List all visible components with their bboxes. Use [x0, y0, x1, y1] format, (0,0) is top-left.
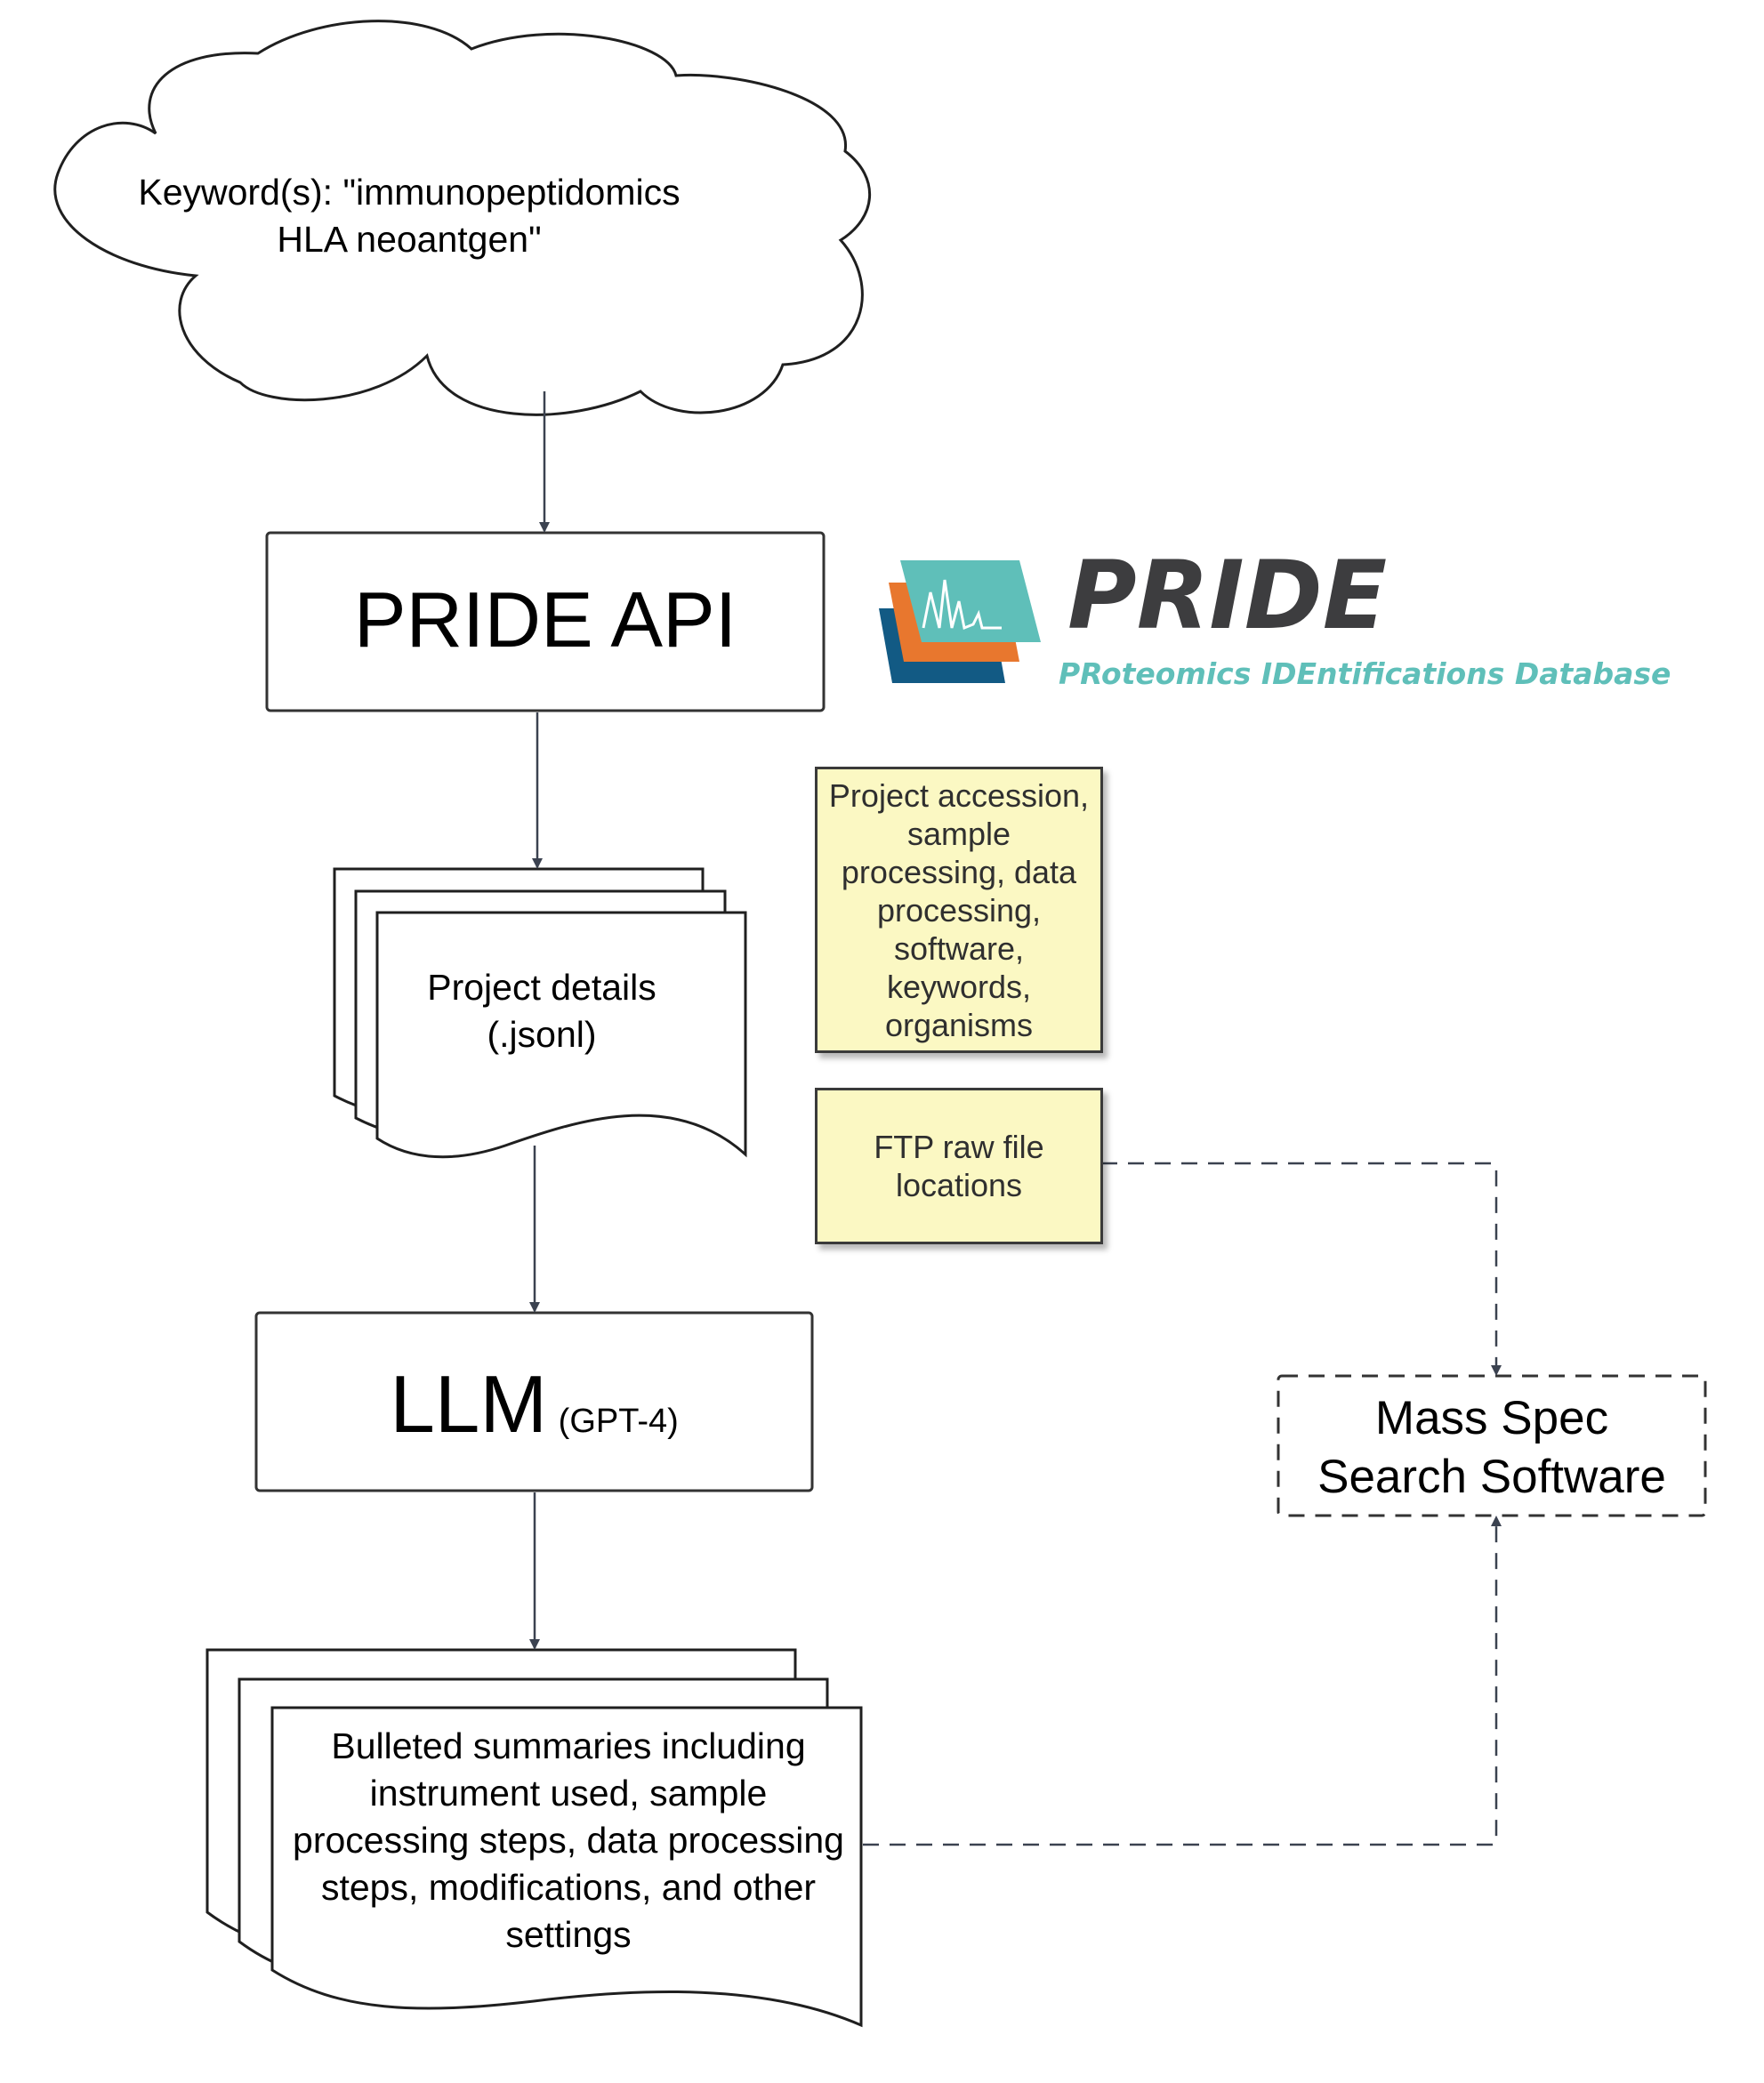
keyword-cloud-shape [53, 20, 871, 416]
project-details-line2: (.jsonl) [487, 1014, 597, 1055]
llm-name: LLM [390, 1360, 548, 1450]
metadata-note: Project accession, sample processing, da… [815, 767, 1103, 1053]
pride-logo-tagline: PRoteomics IDEntifications Database [1059, 656, 1671, 691]
pride-api-box [265, 531, 826, 712]
mass-spec-line1: Mass Spec [1374, 1392, 1609, 1444]
pride-api-label: PRIDE API [353, 575, 737, 664]
keyword-cloud-text: Keyword(s): "immunopeptidomics HLA neoan… [138, 172, 681, 260]
mass-spec-label: Mass Spec Search Software [1278, 1389, 1705, 1507]
summaries-text: Bulleted summaries including instrument … [293, 1725, 844, 1955]
llm-box [254, 1311, 814, 1492]
summaries-doc-stack [205, 1648, 863, 2028]
pride-logo-wordmark: PRIDE [1067, 541, 1388, 650]
project-details-label: Project details (.jsonl) [377, 964, 706, 1058]
pride-logo-icon [879, 560, 1041, 683]
mass-spec-line2: Search Software [1317, 1451, 1666, 1503]
llm-model: (GPT-4) [558, 1403, 679, 1440]
llm-label: LLM (GPT-4) [256, 1361, 812, 1466]
project-details-doc-stack [333, 867, 747, 1159]
project-details-line1: Project details [427, 967, 656, 1008]
mass-spec-box [1277, 1374, 1707, 1517]
dashed-arrow-ftp-to-mass-spec [1101, 1162, 1502, 1376]
dashed-arrow-summaries-to-mass-spec [863, 1516, 1502, 1846]
ftp-note: FTP raw file locations [815, 1088, 1103, 1244]
